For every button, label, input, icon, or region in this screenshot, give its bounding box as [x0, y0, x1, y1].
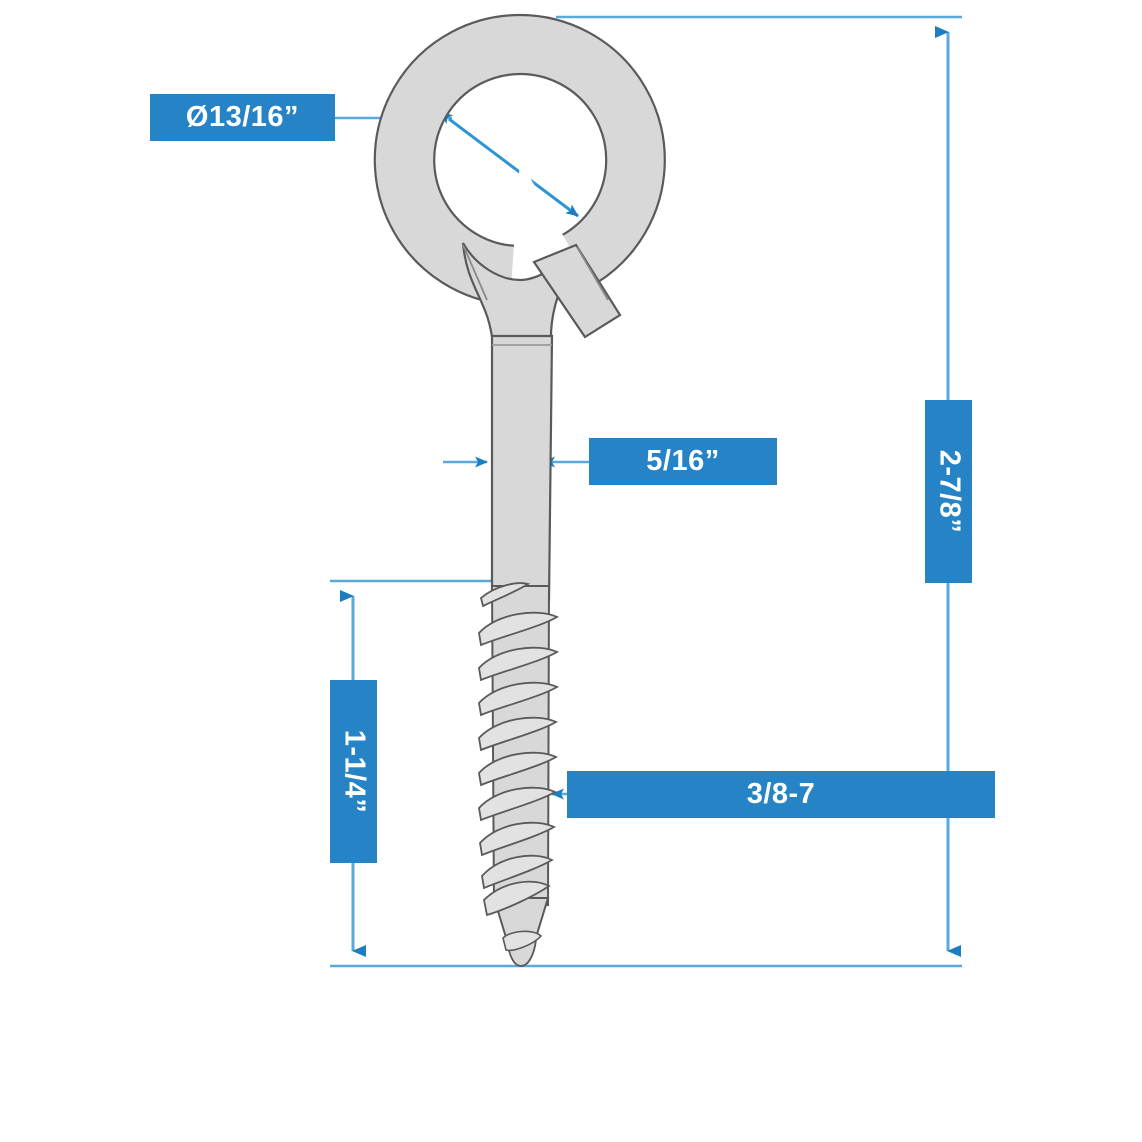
thread-turn — [479, 821, 556, 857]
eye-section-lines — [462, 244, 609, 301]
thread-turn — [478, 716, 558, 752]
dimension-label-thread-length-text: 1-1/4” — [338, 729, 371, 814]
thread-turn — [478, 786, 557, 822]
dimension-label-overall-length: 2-7/8” — [925, 400, 972, 583]
dimension-line-eye-diameter — [439, 111, 579, 218]
thread-turn-point-upper — [483, 880, 551, 917]
dimension-label-shank-diameter: 5/16” — [589, 438, 777, 485]
dimension-label-thread-length: 1-1/4” — [330, 680, 377, 863]
thread-turn — [478, 611, 559, 647]
dimension-label-eye-diameter-text: Ø13/16” — [185, 101, 300, 133]
dimension-label-thread-spec-text: 3/8-7 — [746, 778, 816, 810]
thread-turn — [478, 681, 559, 717]
dimension-label-shank-diameter-text: 5/16” — [646, 445, 720, 477]
thread-turn — [481, 854, 554, 890]
eye-ring-end-face — [532, 243, 622, 339]
thread-turn-point-lower — [502, 930, 543, 952]
thread-turn — [478, 646, 559, 682]
extension-lines — [330, 15, 962, 968]
dimension-label-thread-spec: 3/8-7 — [567, 771, 995, 818]
eye-bolt-part — [373, 13, 666, 967]
thread-turns — [478, 582, 559, 890]
dimension-label-eye-diameter: Ø13/16” — [150, 94, 335, 141]
bolt-shank — [490, 334, 554, 602]
dimension-label-overall-length-text: 2-7/8” — [933, 449, 966, 534]
thread-turn — [478, 751, 558, 787]
thread-turn-lead — [479, 582, 531, 608]
